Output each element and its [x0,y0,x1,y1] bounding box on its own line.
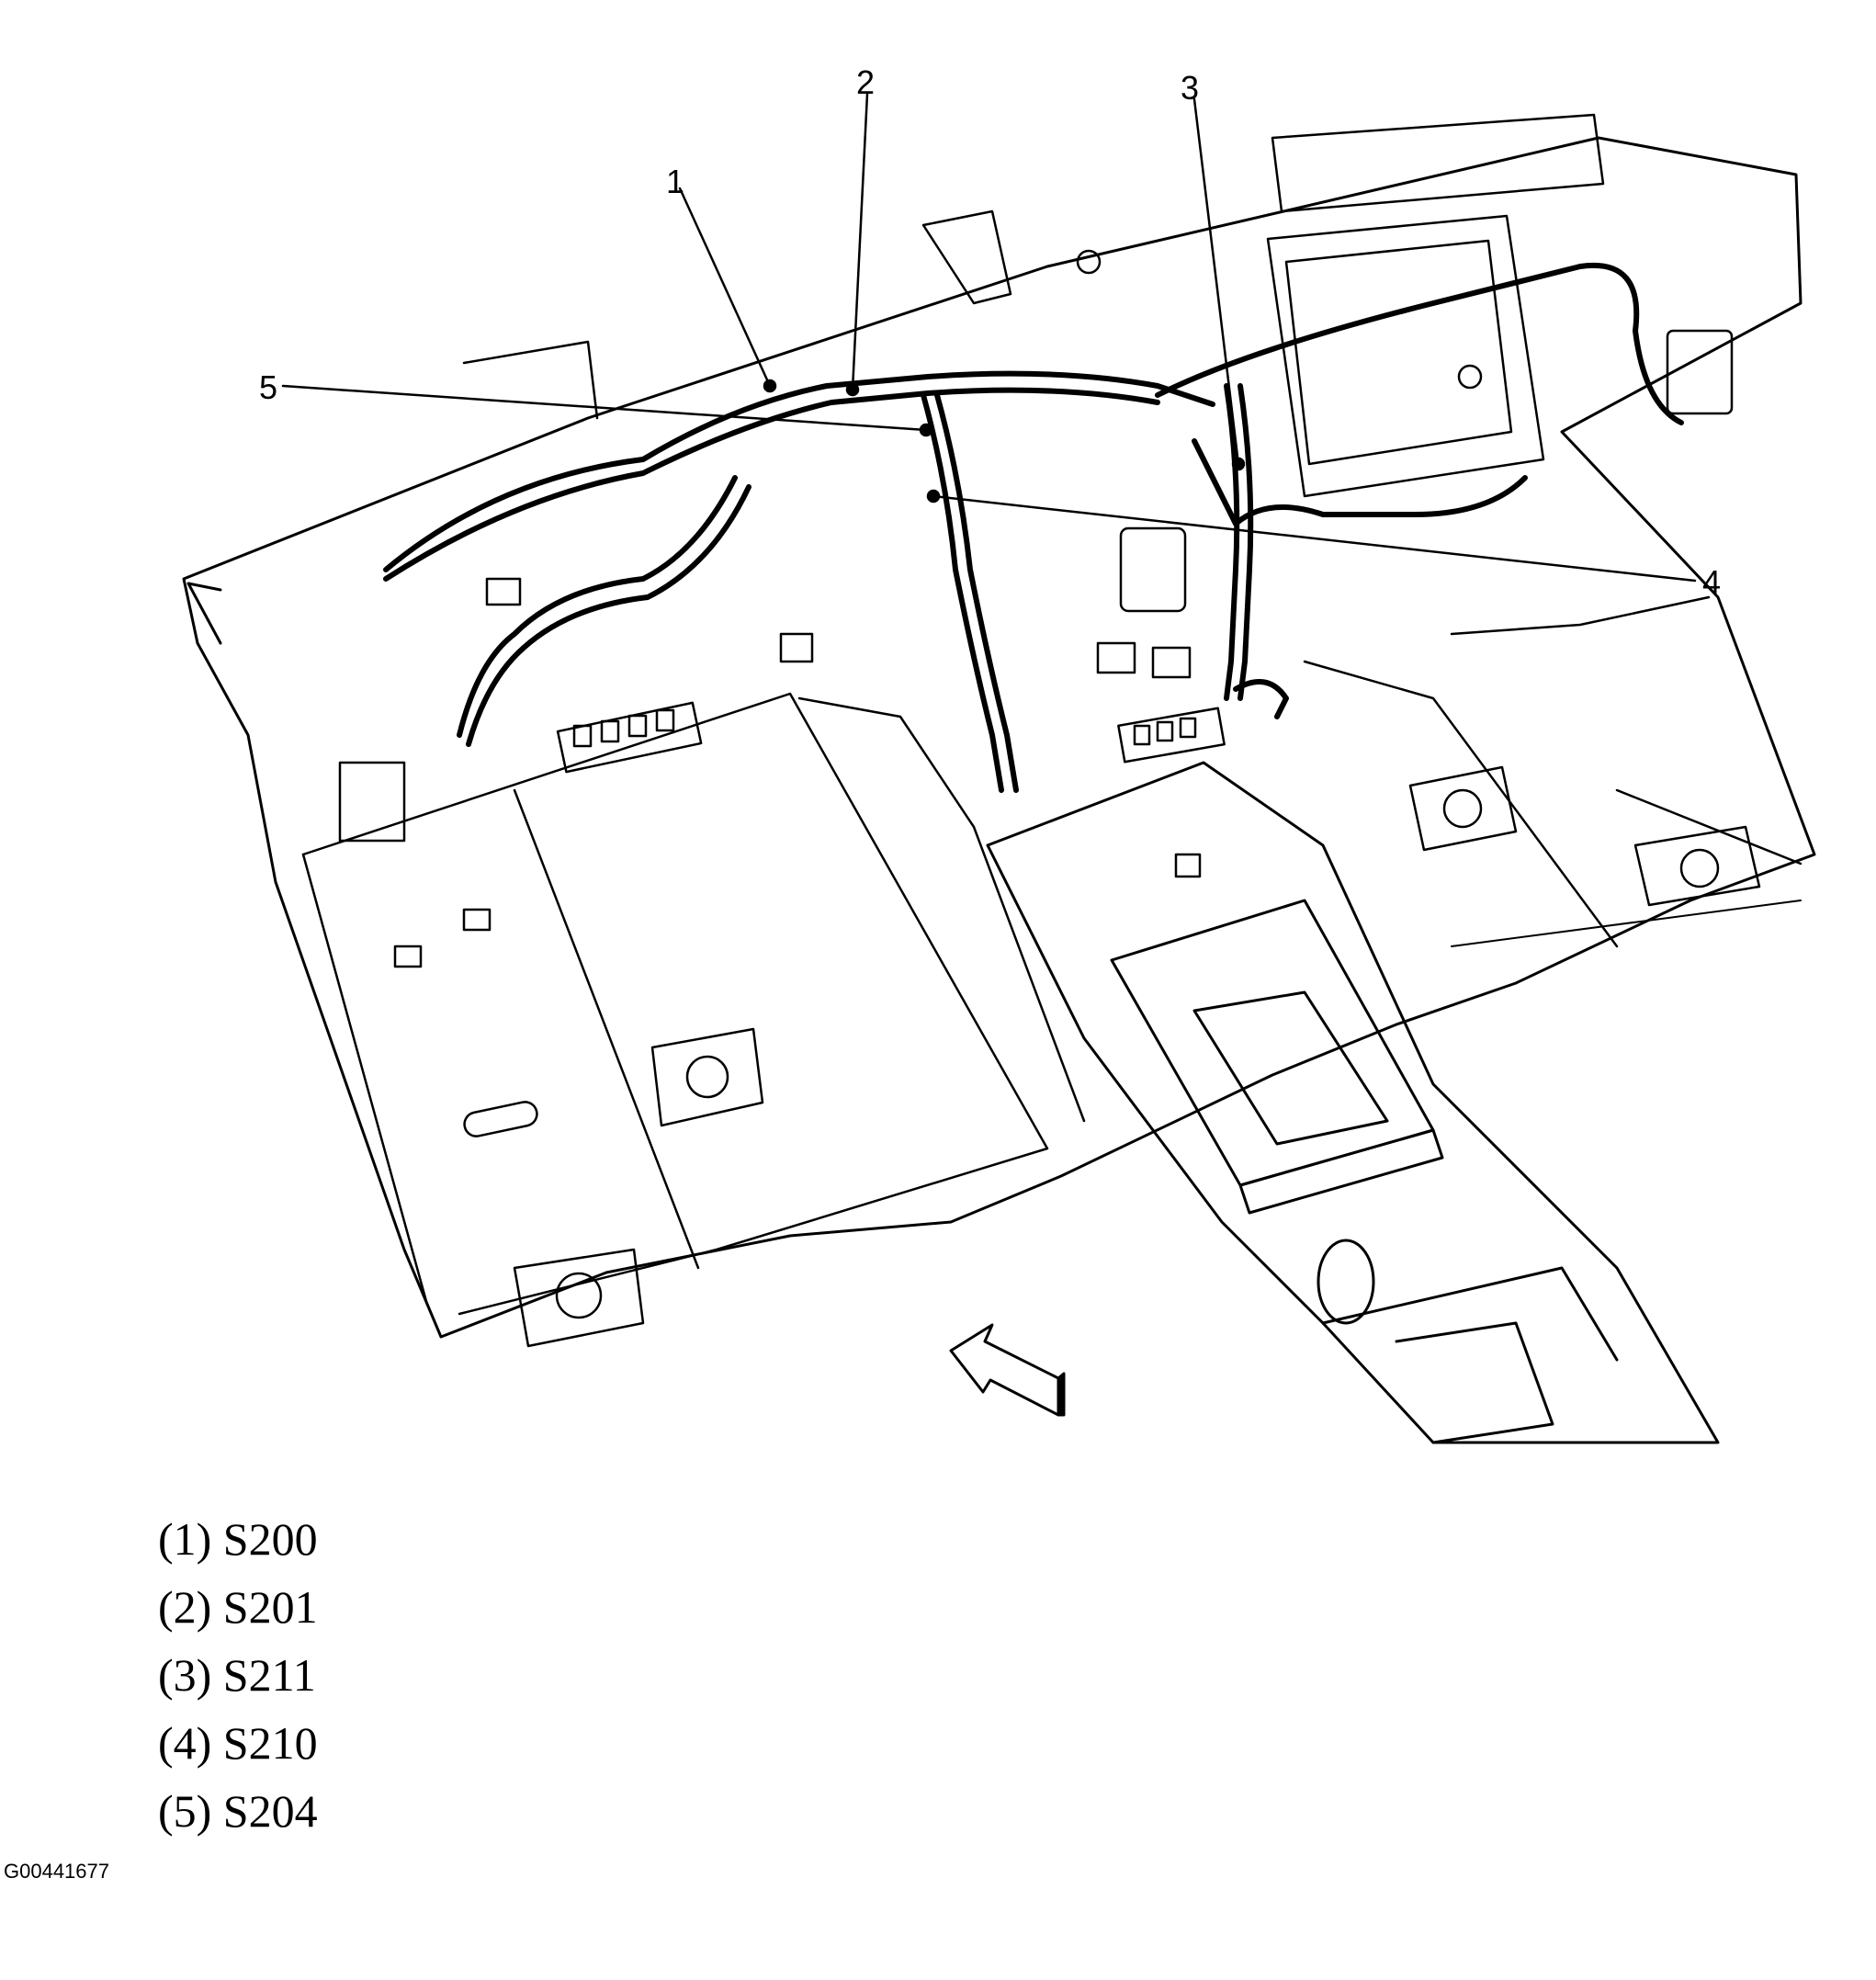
front-direction-arrow-icon [949,1323,1066,1417]
wiring-harness [383,262,1684,793]
callout-leaders [281,92,1697,583]
rear-seat-frame [462,113,1605,498]
floor-pads [463,249,1761,1348]
vehicle-floor-wiring-diagram: 1 2 3 4 5 [182,63,1816,1444]
legend-item: (1) S200 [158,1513,318,1565]
legend-item: (3) S211 [158,1649,316,1701]
legend: (1) S200 (2) S201 (3) S211 (4) S210 (5) … [158,1505,318,1845]
callout-3: 3 [1181,69,1199,107]
callout-5: 5 [259,368,277,406]
callout-4: 4 [1702,563,1721,601]
callout-labels: 1 2 3 4 5 [259,63,1721,601]
figure-id: G00441677 [4,1860,109,1883]
center-console [986,761,1720,1444]
callout-2: 2 [856,63,875,101]
connectors [338,329,1734,968]
callout-1: 1 [666,163,684,200]
legend-item: (2) S201 [158,1581,318,1633]
legend-item: (4) S210 [158,1717,318,1769]
floor-pan [182,136,1816,1339]
legend-item: (5) S204 [158,1785,318,1837]
